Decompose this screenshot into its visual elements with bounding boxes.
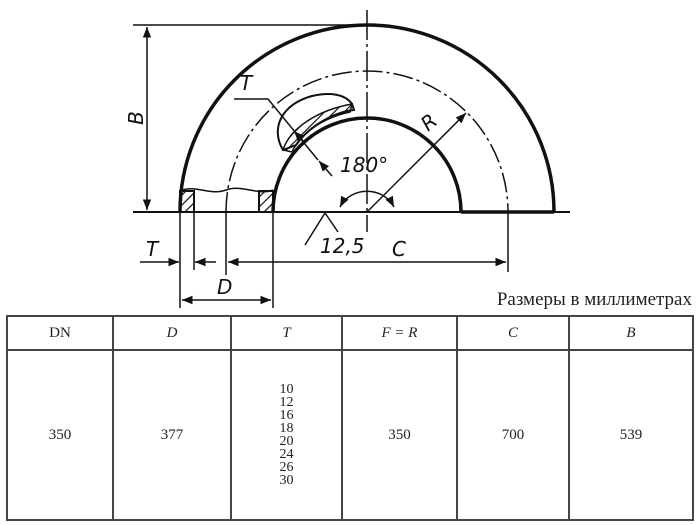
header-t: T [230, 315, 343, 351]
wall-section-right [258, 190, 274, 213]
units-caption: Размеры в миллиметрах [496, 289, 692, 310]
dimensions-table: DN D T F = R C B 350 377 10 12 16 18 20 … [6, 315, 694, 521]
wall-section-left [179, 190, 195, 213]
t-value: 20 [279, 434, 294, 449]
center-arc [225, 70, 509, 213]
table-row: 350 377 10 12 16 18 20 24 26 30 350 700 … [6, 349, 694, 521]
cell-d: 377 [112, 349, 232, 521]
label-chamfer: 12,5 [320, 234, 365, 258]
t-value: 24 [279, 447, 294, 462]
header-b: B [568, 315, 694, 351]
t-value: 26 [279, 460, 294, 475]
table-header-row: DN D T F = R C B [6, 315, 694, 351]
label-T-bottom: T [146, 237, 160, 261]
t-value: 12 [279, 395, 294, 410]
label-B: B [124, 111, 148, 125]
angle-arc [339, 190, 395, 208]
pipe-bend-180-drawing: B T R 180° 12,5 T C D [124, 10, 570, 308]
header-dn: DN [6, 315, 114, 351]
label-T-top: T [240, 71, 254, 95]
label-C: C [392, 237, 406, 261]
label-R: R [416, 109, 442, 136]
header-d: D [112, 315, 232, 351]
cell-dn: 350 [6, 349, 114, 521]
label-angle: 180° [340, 153, 388, 177]
label-D: D [217, 275, 232, 299]
t-value: 18 [279, 421, 294, 436]
inner-arc [271, 116, 463, 213]
t-value: 10 [279, 382, 294, 397]
cell-c: 700 [456, 349, 570, 521]
t-value: 30 [279, 473, 294, 488]
header-c: C [456, 315, 570, 351]
chamfer-leader [304, 211, 339, 246]
cell-f-r: 350 [341, 349, 458, 521]
cell-t: 10 12 16 18 20 24 26 30 [230, 349, 343, 521]
header-f-r: F = R [341, 315, 458, 351]
t-value: 16 [279, 408, 294, 423]
cell-b: 539 [568, 349, 694, 521]
